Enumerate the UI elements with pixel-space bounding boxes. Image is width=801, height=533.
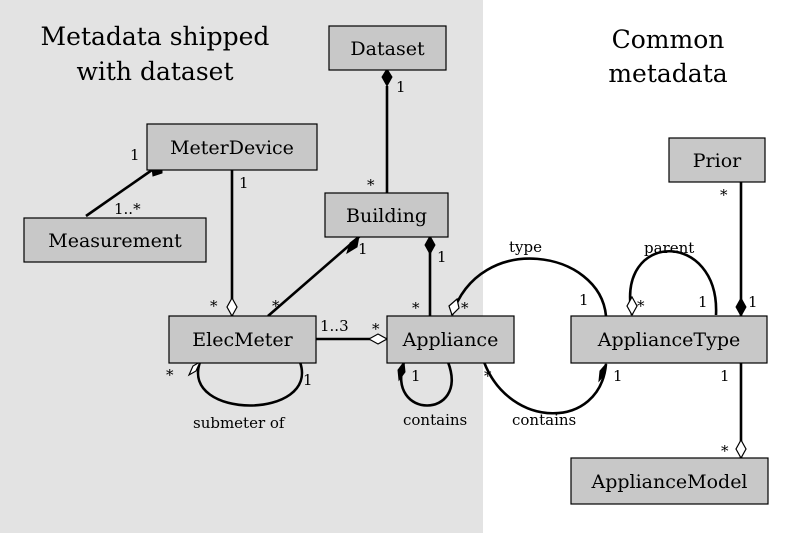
- class-prior[interactable]: Prior: [668, 137, 766, 183]
- mult-submeter-parent-end: 1: [303, 371, 313, 389]
- association-appliance-contains-type: [482, 361, 608, 415]
- mult-submeter-child-end: *: [166, 366, 174, 384]
- class-appliance-type-label: ApplianceType: [597, 329, 740, 351]
- class-meter-device-label: MeterDevice: [170, 137, 294, 159]
- composition-diamond-building-appliance: [424, 234, 436, 256]
- mult-model-model-end: *: [721, 442, 729, 460]
- mult-parent-parent-end: 1: [698, 293, 708, 311]
- mult-type-appliance-end: *: [461, 299, 469, 317]
- mult-prior-type-end: 1: [748, 293, 758, 311]
- composition-diamond-dataset: [381, 68, 393, 88]
- mult-building-elecmeter-building-end: 1: [358, 240, 368, 258]
- left-heading-line-1: Metadata shipped: [41, 22, 270, 51]
- mult-appliance-self-end-b: *: [484, 367, 492, 385]
- mult-meterdevice-elecmeter-meterdevice-end: 1: [239, 174, 249, 192]
- composition-diamond-building-elecmeter: [346, 234, 360, 255]
- mult-meterdevice-measurement-meterdevice-end: 1: [130, 146, 140, 164]
- class-elec-meter[interactable]: ElecMeter: [168, 315, 317, 364]
- aggregation-diamond-elecmeter: [226, 296, 238, 318]
- label-type-contains: contains: [512, 411, 576, 429]
- mult-building-elecmeter-elecmeter-end: *: [272, 297, 280, 315]
- mult-dataset-building-dataset-end: 1: [396, 78, 406, 96]
- class-prior-label: Prior: [693, 150, 742, 172]
- mult-parent-child-end: *: [637, 297, 645, 315]
- right-heading-line-2: metadata: [608, 59, 727, 88]
- mult-elecmeter-appliance-appliance-end: *: [372, 320, 380, 338]
- class-measurement-label: Measurement: [48, 230, 182, 252]
- aggregation-diamond-appliancemodel: [735, 438, 747, 460]
- mult-model-type-end: 1: [720, 367, 730, 385]
- aggregation-diamond-appliance-elecmeter: [367, 333, 389, 345]
- association-elecmeter-self: [196, 361, 304, 407]
- label-parent: parent: [644, 239, 694, 257]
- class-dataset-label: Dataset: [350, 38, 425, 60]
- mult-contains-type-type-end: 1: [613, 367, 623, 385]
- mult-appliance-self-end-a: 1: [411, 367, 421, 385]
- label-submeter-of: submeter of: [193, 414, 286, 432]
- association-meterdevice-measurement: [85, 168, 153, 218]
- aggregation-diamond-submeter: [187, 360, 202, 377]
- mult-building-appliance-building-end: 1: [437, 248, 447, 266]
- aggregation-diamond-parent: [626, 295, 638, 317]
- mult-meterdevice-measurement-measurement-end: 1..*: [114, 200, 141, 218]
- class-measurement[interactable]: Measurement: [23, 217, 207, 263]
- association-building-elecmeter: [267, 235, 361, 317]
- class-appliance-model-label: ApplianceModel: [590, 471, 747, 493]
- mult-building-appliance-appliance-end: *: [412, 299, 420, 317]
- composition-diamond-prior: [735, 296, 747, 318]
- class-dataset[interactable]: Dataset: [328, 25, 447, 71]
- class-meter-device[interactable]: MeterDevice: [146, 123, 318, 171]
- mult-prior-prior-end: *: [720, 186, 728, 204]
- class-building-label: Building: [346, 205, 427, 227]
- mult-elecmeter-appliance-elecmeter-end: 1..3: [320, 317, 349, 335]
- class-building[interactable]: Building: [324, 192, 449, 238]
- association-appliance-type: [450, 257, 608, 317]
- label-type: type: [509, 238, 542, 256]
- dataset-metadata-region: [0, 0, 483, 533]
- mult-type-type-end: 1: [579, 291, 589, 309]
- class-appliance[interactable]: Appliance: [386, 315, 515, 364]
- left-heading-line-2: with dataset: [76, 57, 233, 86]
- association-appliancetype-self: [628, 250, 718, 316]
- composition-diamond-appliancetype-contains: [598, 362, 607, 383]
- right-heading-line-1: Common: [612, 25, 725, 54]
- association-appliance-self: [400, 361, 453, 407]
- class-elec-meter-label: ElecMeter: [192, 329, 293, 351]
- mult-meterdevice-elecmeter-elecmeter-end: *: [210, 297, 218, 315]
- label-appliance-contains: contains: [403, 411, 467, 429]
- composition-diamond-appliance-self: [397, 360, 406, 382]
- class-appliance-type[interactable]: ApplianceType: [570, 315, 768, 364]
- mult-dataset-building-building-end: *: [367, 176, 375, 194]
- aggregation-diamond-appliance-type: [448, 297, 460, 317]
- class-appliance-model[interactable]: ApplianceModel: [570, 457, 769, 505]
- class-appliance-label: Appliance: [402, 329, 499, 351]
